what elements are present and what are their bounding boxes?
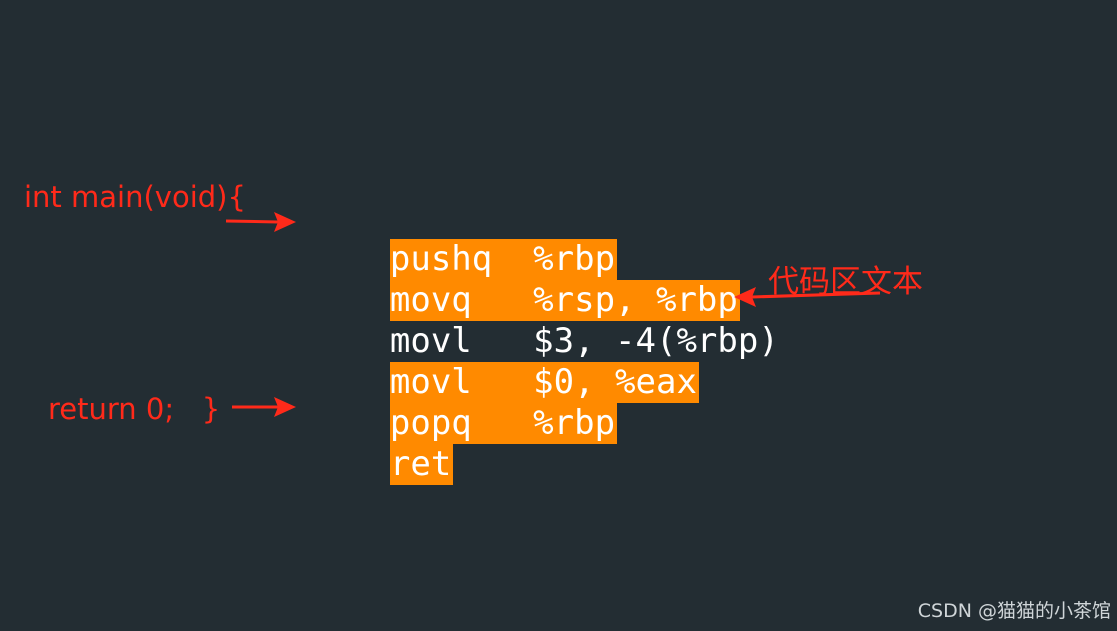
assembly-code-block: pushq %rbp movq %rsp, %rbp movl $3, -4(%… — [308, 198, 781, 485]
code-line-text: pushq %rbp — [389, 239, 618, 280]
arrow-to-movl-icon — [734, 287, 881, 307]
code-line-popq: popq %rbp — [308, 362, 781, 444]
code-line-text: popq %rbp — [389, 403, 618, 444]
code-line-movl-3: movl $3, -4(%rbp) — [308, 280, 781, 361]
code-line-movq: movq %rsp, %rbp — [308, 239, 781, 321]
main-function-annotation: int main(void){ — [24, 180, 246, 214]
code-line-movl-0: movl $0, %eax — [308, 321, 781, 403]
return-annotation: return 0; } — [48, 392, 221, 426]
code-line-pushq: pushq %rbp — [308, 198, 781, 280]
arrow-to-ret-icon — [232, 397, 296, 417]
code-line-text: movl $3, -4(%rbp) — [389, 321, 779, 361]
csdn-watermark: CSDN @猫猫的小茶馆 — [917, 600, 1111, 622]
code-line-ret: ret — [308, 403, 781, 485]
code-line-text: ret — [389, 444, 454, 485]
arrow-to-pushq-icon — [225, 212, 296, 232]
code-line-text: movl $0, %eax — [389, 362, 699, 403]
code-line-text: movq %rsp, %rbp — [389, 280, 740, 321]
